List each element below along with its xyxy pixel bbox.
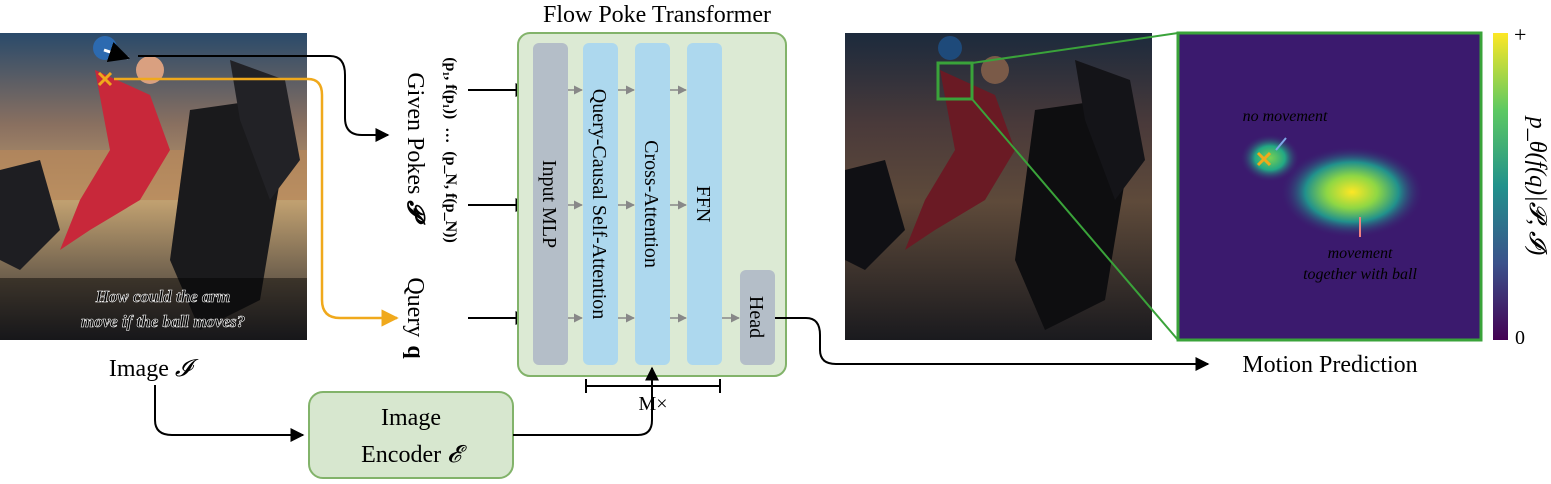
no-movement-pointer [1275, 137, 1287, 151]
query-connector [114, 77, 399, 327]
self-attention-label: Query-Causal Self-Attention [588, 89, 610, 320]
colorbar-max: + [1514, 22, 1526, 47]
heatmap-query-cross-icon [1256, 151, 1272, 167]
movement-blob [1280, 146, 1424, 238]
image-to-encoder-arrow [154, 385, 305, 442]
input-image [0, 33, 307, 340]
pokes-sequence: (p₁, f(p₁))…(p_N, f(p_N)) [442, 57, 459, 243]
input-mlp-block [533, 43, 568, 365]
head-label: Head [745, 296, 767, 338]
no-movement-blob [1240, 134, 1300, 182]
colorbar [1493, 33, 1508, 340]
movement-annotation-line-2: together with ball [1303, 266, 1417, 283]
transformer-title: Flow Poke Transformer [543, 2, 771, 28]
output-image [845, 33, 1152, 340]
query-label: Queryq [402, 277, 428, 359]
ffn-block [687, 43, 722, 365]
poke-arrow-icon [103, 42, 130, 62]
given-pokes-label: Given Pokes𝓟 [402, 72, 428, 225]
self-attention-block [583, 43, 618, 365]
query-cross-icon [97, 71, 113, 87]
encoder-to-transformer-arrow [513, 366, 659, 436]
input-mlp-label: Input MLP [538, 160, 560, 248]
no-movement-annotation: no movement [1243, 108, 1328, 125]
crop-region-box [936, 61, 974, 101]
encoder-line-1: Image [381, 405, 441, 431]
cross-attention-label: Cross-Attention [640, 140, 662, 268]
movement-annotation-line-1: movement [1328, 245, 1393, 262]
zoom-line-bottom [971, 98, 1179, 341]
motion-prediction-label: Motion Prediction [1242, 352, 1417, 378]
zoom-line-top [971, 32, 1179, 64]
head-block [740, 270, 775, 365]
ffn-label: FFN [692, 186, 714, 223]
cross-attention-block [635, 43, 670, 365]
question-line-1: How could the arm [95, 287, 231, 306]
question-line-2: move if the ball moves? [81, 312, 245, 331]
colorbar-label: p_θ(f(q)|𝓟, 𝓘) [1524, 115, 1550, 256]
colorbar-min: 0 [1515, 327, 1525, 349]
poke-connector [138, 55, 390, 142]
internal-arrows [568, 85, 740, 323]
head-output-arrow [775, 317, 1210, 371]
